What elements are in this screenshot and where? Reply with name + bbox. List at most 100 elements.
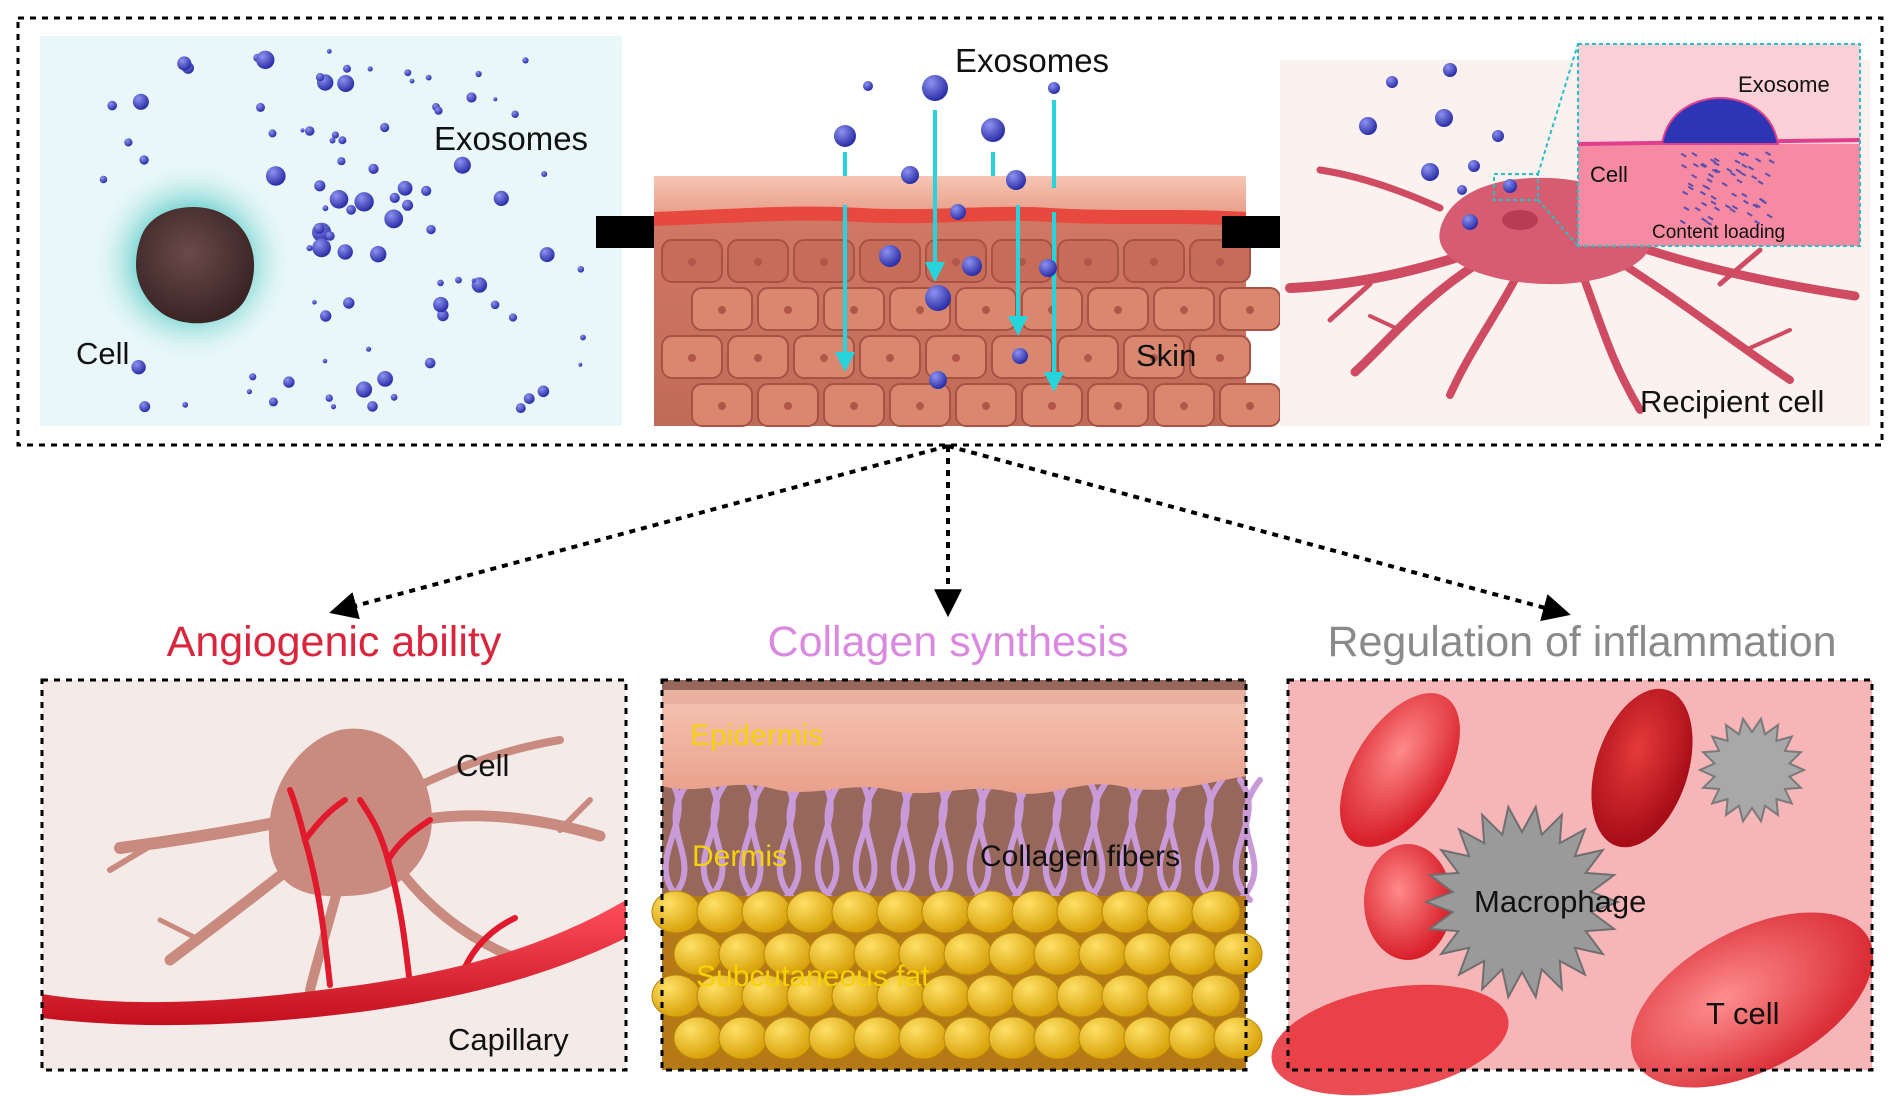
fat-cell — [831, 890, 881, 934]
fat-cell — [921, 890, 971, 934]
fat-cell — [1213, 1016, 1263, 1060]
exosome-dot — [182, 401, 189, 408]
collagen-fiber — [857, 777, 883, 903]
exosome-dot — [131, 360, 146, 375]
content-particle — [1742, 199, 1750, 205]
fat-cell — [696, 890, 746, 934]
exosome-dot — [322, 358, 328, 364]
recipient-nucleus — [1502, 210, 1538, 230]
cell-nucleus — [135, 207, 255, 324]
exosome-dot — [437, 279, 444, 287]
collagen-title: Collagen synthesis — [768, 618, 1129, 666]
fat-cell — [651, 890, 701, 934]
fat-cell — [1056, 974, 1106, 1018]
content-particle — [1683, 206, 1690, 211]
skin-cell-nucleus — [820, 258, 828, 266]
skin-cell-nucleus — [1114, 306, 1122, 314]
exosome-dot — [402, 199, 414, 211]
fat-cell — [1168, 932, 1218, 976]
fat-cell — [876, 890, 926, 934]
collagen-fiber — [705, 777, 731, 903]
skin-cell-nucleus — [1216, 354, 1224, 362]
content-particle — [1721, 182, 1728, 187]
collagen-fiber — [781, 777, 807, 903]
skin-cell-nucleus — [916, 306, 924, 314]
fat-cell — [1213, 932, 1263, 976]
exosome-dot — [256, 102, 265, 112]
exosome-dot — [354, 192, 374, 212]
skin-cell-nucleus — [1246, 306, 1254, 314]
skin-cell-nucleus — [1084, 258, 1092, 266]
exosome-dot — [312, 238, 331, 258]
inset-exosome-label: Exosome — [1738, 72, 1830, 97]
skin-cell-nucleus — [688, 258, 696, 266]
skin-label: Skin — [1136, 338, 1196, 373]
collagen-fiber — [1194, 777, 1215, 903]
angiogenic-title: Angiogenic ability — [167, 618, 502, 666]
content-particle — [1747, 165, 1754, 171]
exosome-dot — [107, 100, 117, 111]
content-particle — [1731, 192, 1738, 198]
exosome-dot — [466, 92, 477, 103]
exosome-dot — [337, 157, 346, 166]
top-row-frame — [16, 16, 1884, 447]
content-particle — [1726, 167, 1733, 173]
content-particle — [1682, 190, 1689, 196]
skin-cell-nucleus — [1180, 306, 1188, 314]
exosome-dot — [437, 309, 449, 322]
collagen-fiber — [819, 777, 845, 903]
collagen-fiber — [776, 777, 797, 903]
skin-cell-nucleus — [1150, 354, 1158, 362]
content-particle — [1735, 168, 1742, 174]
exosome-dot — [124, 138, 133, 147]
exosome-dot — [434, 106, 443, 115]
content-particle — [1729, 208, 1736, 213]
exosome-dot — [338, 136, 347, 145]
skin-cell-nucleus — [688, 354, 696, 362]
content-particle — [1766, 213, 1773, 219]
skin-cell-nucleus — [1246, 402, 1254, 410]
exosome-dot — [475, 70, 482, 78]
collagen-fiber — [743, 777, 769, 903]
skin-cell-nucleus — [820, 354, 828, 362]
content-particle — [1691, 173, 1698, 179]
capillary-vessel — [42, 900, 626, 1026]
angiogenic-cell — [107, 736, 606, 995]
fat-cell — [853, 1016, 903, 1060]
epidermis-layer — [654, 176, 1246, 212]
exosome-dot — [377, 371, 393, 387]
inflammation-title: Regulation of inflammation — [1327, 618, 1836, 666]
content-particle — [1699, 190, 1706, 196]
fat-cell — [673, 1016, 723, 1060]
collagen-fiber — [1123, 777, 1149, 903]
panel-cell-release: Cell Exosomes — [40, 36, 622, 426]
macrophage-label: Macrophage — [1474, 884, 1646, 919]
exosome-dot — [322, 205, 329, 212]
content-particle — [1742, 152, 1749, 157]
content-particle — [1754, 220, 1761, 225]
exosome-dot — [139, 155, 149, 165]
content-particle — [1752, 203, 1759, 209]
recipient-cell-label: Recipient cell — [1640, 384, 1824, 419]
collagen-fiber — [1080, 777, 1101, 903]
skin-cell-nucleus — [784, 306, 792, 314]
macrophage-cell — [1423, 804, 1621, 1000]
collagen-fiber — [1237, 777, 1263, 903]
exosome-dot — [453, 156, 471, 174]
fat-cell — [1033, 932, 1083, 976]
collagen-fiber — [1004, 777, 1025, 903]
skin-cell-nucleus — [1150, 258, 1158, 266]
collagen-fiber — [700, 777, 721, 903]
recipient-exosomes — [1359, 63, 1517, 230]
fat-cell — [966, 890, 1016, 934]
collagen-fiber — [738, 777, 759, 903]
content-particle — [1705, 221, 1713, 226]
content-particle — [1751, 175, 1758, 180]
content-particle — [1707, 215, 1714, 221]
content-particle — [1687, 182, 1694, 188]
content-particle — [1768, 159, 1775, 164]
exosome-dot — [577, 266, 585, 273]
exosome-dot — [384, 209, 404, 229]
content-particle — [1701, 201, 1708, 207]
collagen-fiber — [662, 777, 683, 903]
